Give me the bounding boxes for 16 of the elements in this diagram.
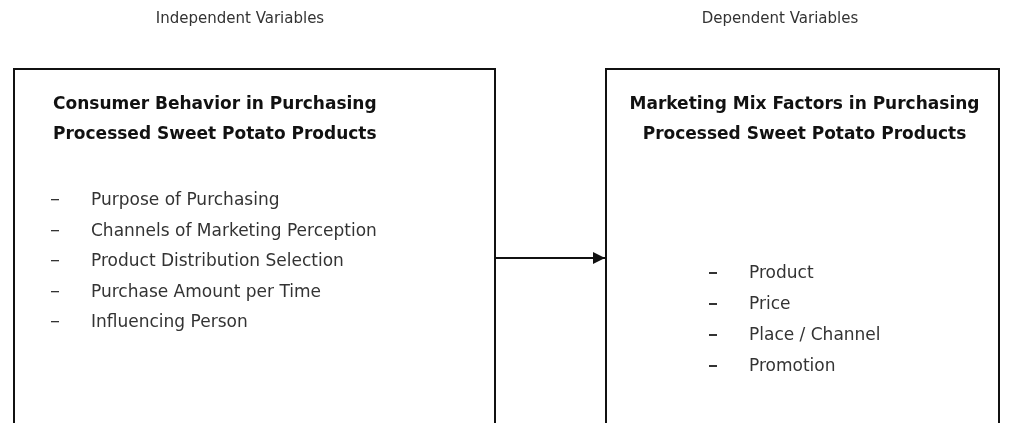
arrow [495,252,606,264]
list-item: Influencing Person [91,310,248,332]
list-item: Purpose of Purchasing [91,188,280,210]
list-item: Product [749,261,814,283]
variable-box [605,68,1000,423]
column-heading: Dependent Variables [700,9,860,27]
list-item: Product Distribution Selection [91,249,344,271]
box-heading: Consumer Behavior in Purchasing Processed Sweet Potato Products [53,92,378,145]
list-item: Place / Channel [749,323,881,345]
variable-box [13,68,496,423]
list-item: Promotion [749,354,836,376]
list-item: Price [749,292,791,314]
list-item: Channels of Marketing Perception [91,218,377,241]
list-item: Purchase Amount per Time [91,279,322,302]
box-heading: Marketing Mix Factors in Purchasing Processed Sweet Potato Products [628,92,981,145]
column-heading: Independent Variables [154,9,326,27]
